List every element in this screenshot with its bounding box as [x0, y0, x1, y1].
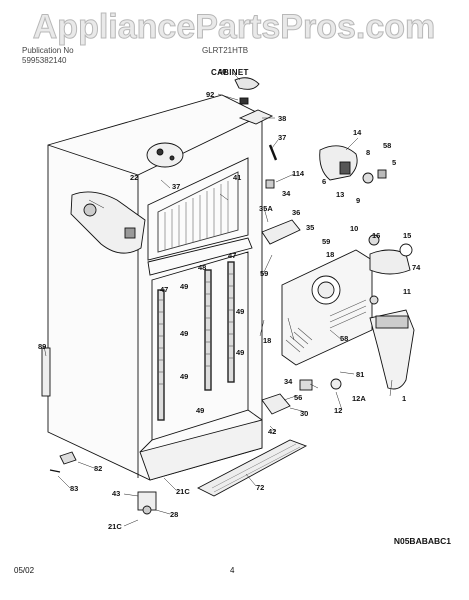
part-label: 18 — [326, 250, 334, 259]
part-label: 49 — [236, 307, 244, 316]
part-label: 1 — [402, 394, 406, 403]
part-label: 49 — [180, 282, 188, 291]
part-label: 59 — [322, 237, 330, 246]
control-parts — [261, 145, 387, 245]
part-label: 6 — [322, 177, 326, 186]
roller-assembly — [137, 491, 157, 515]
part-label: 37 — [172, 182, 180, 191]
part-label: 13 — [336, 190, 344, 199]
section-title: CABINET — [211, 68, 249, 77]
part-label: 28 — [170, 510, 178, 519]
part-label: 49 — [236, 348, 244, 357]
toe-grille — [197, 439, 308, 497]
part-label: 11 — [403, 287, 411, 296]
part-label: 47 — [228, 251, 236, 260]
publication-label: Publication No — [22, 46, 74, 55]
part-label: 43 — [112, 489, 120, 498]
part-label: 56 — [294, 393, 302, 402]
cabinet-body — [47, 94, 263, 481]
part-label: 58 — [340, 334, 348, 343]
part-label: 12 — [334, 406, 342, 415]
part-label: 49 — [180, 329, 188, 338]
part-label: 36 — [292, 208, 300, 217]
part-label: 34 — [284, 377, 293, 386]
control-housing — [281, 249, 373, 366]
top-parts — [146, 77, 278, 168]
part-label: 15 — [403, 231, 411, 240]
part-label: 16 — [372, 231, 380, 240]
part-label: 59 — [260, 269, 268, 278]
part-label: 49 — [196, 406, 204, 415]
part-label: 38 — [278, 114, 286, 123]
part-label: 40 — [218, 67, 226, 76]
evaporator-cover — [70, 191, 146, 254]
part-label: 48 — [198, 263, 206, 272]
model-number: GLRT21HTB — [202, 46, 249, 55]
part-label: 21C — [108, 522, 122, 531]
part-label: 14 — [353, 128, 362, 137]
publication-number: 5995382140 — [22, 56, 67, 65]
part-label: 42 — [268, 427, 276, 436]
part-labels: 40 92 38 37 14 58 8 5 6 13 9 22 41 37 11… — [38, 67, 421, 531]
part-label: 72 — [256, 483, 264, 492]
part-label: 92 — [206, 90, 214, 99]
part-label: 81 — [356, 370, 364, 379]
part-label: 58 — [383, 141, 391, 150]
part-label: 35 — [306, 223, 314, 232]
part-label: 37 — [278, 133, 286, 142]
footer-date: 05/02 — [14, 566, 35, 575]
part-label: 47 — [160, 285, 168, 294]
part-label: 10 — [350, 224, 358, 233]
part-label: 82 — [94, 464, 102, 473]
part-label: 114 — [292, 169, 305, 178]
part-label: 74 — [412, 263, 421, 272]
part-label: 9 — [356, 196, 360, 205]
light-shield — [369, 309, 415, 390]
part-label: 21C — [176, 487, 190, 496]
part-label: 22 — [130, 173, 138, 182]
part-label: 34 — [282, 189, 291, 198]
part-label: 18 — [263, 336, 271, 345]
part-label: 35A — [259, 204, 273, 213]
part-label: 83 — [70, 484, 78, 493]
part-label: 49 — [180, 372, 188, 381]
page-number: 4 — [230, 566, 235, 575]
part-label: 89 — [38, 342, 46, 351]
light-assembly — [368, 234, 413, 305]
drawing-code: N05BABABC1 — [393, 536, 451, 546]
part-label: 30 — [300, 409, 308, 418]
part-label: 8 — [366, 148, 370, 157]
part-label: 5 — [392, 158, 396, 167]
part-label: 12A — [352, 394, 366, 403]
watermark-text: AppliancePartsPros.com — [33, 8, 435, 46]
watermark: AppliancePartsPros.com — [32, 8, 435, 47]
part-label: 41 — [233, 173, 241, 182]
